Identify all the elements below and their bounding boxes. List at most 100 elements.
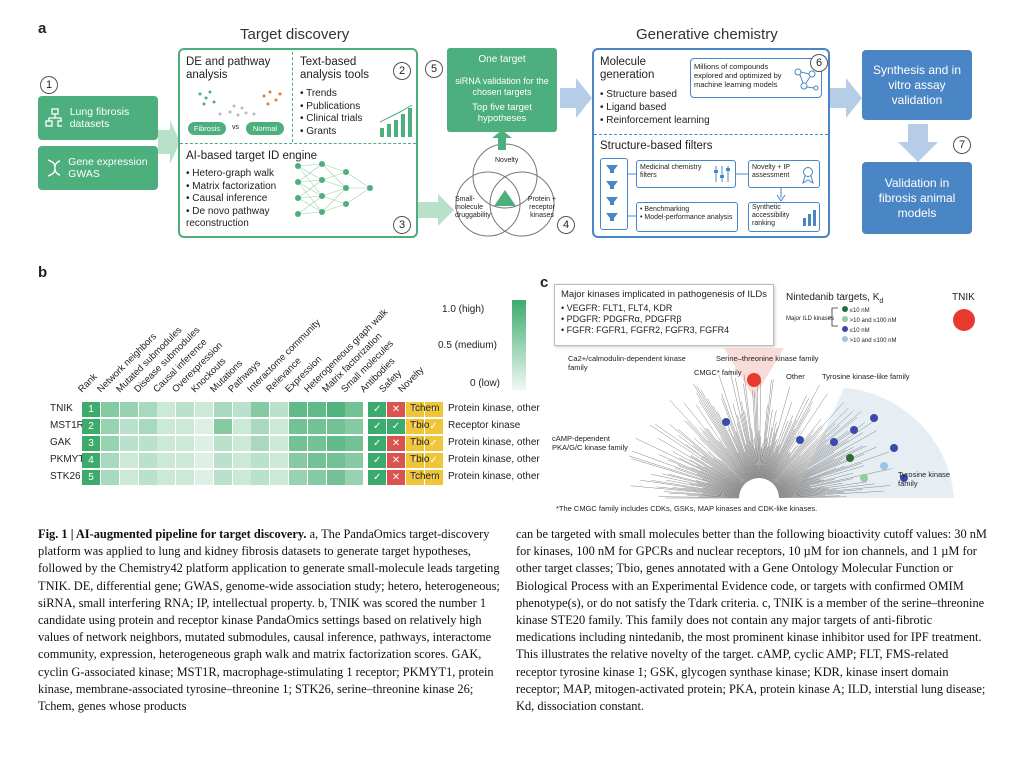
step-6-marker: 6: [810, 54, 828, 72]
fibrosis-chip: Fibrosis: [188, 122, 226, 135]
target-discovery-title: Target discovery: [240, 26, 350, 43]
heatmap-cell: [176, 419, 195, 434]
target-discovery-box: [178, 48, 418, 238]
nintedanib-target-dot: [870, 414, 878, 422]
kinome-branch: [683, 419, 746, 484]
kinome-branch: [672, 487, 740, 496]
kinome-branch: [729, 368, 755, 479]
check-flag-cell: ✓: [405, 453, 424, 468]
kinome-branch: [696, 385, 750, 481]
kinome-branch: [721, 393, 753, 480]
kinome-branch: [778, 496, 847, 498]
row-gene-label: STK26: [50, 471, 81, 482]
step-7-marker: 7: [953, 136, 971, 154]
heatmap-cell: [119, 436, 138, 451]
heatmap-cell: [251, 419, 270, 434]
heatmap-cell: [326, 453, 345, 468]
hierarchy-icon: [45, 108, 62, 127]
heatmap-cell: [232, 453, 251, 468]
kinome-branch: [773, 411, 862, 485]
kinome-branch: [678, 465, 741, 491]
kinome-branch: [775, 469, 808, 488]
heatmap-cell: [326, 470, 345, 485]
heatmap-cell: [307, 402, 326, 417]
novelty-ip-box: [748, 160, 820, 188]
kinome-branch: [760, 448, 763, 479]
kinome-branch: [761, 379, 774, 479]
row-tdl-label: Tbio: [410, 420, 430, 431]
kinome-branch: [755, 394, 759, 479]
kinome-branch: [761, 438, 768, 479]
row-tdl-label: Tbio: [410, 454, 430, 465]
kinome-branch: [776, 445, 867, 490]
kinome-branch: [719, 441, 749, 482]
medchem-box: [636, 160, 736, 188]
heatmap-cell: [251, 470, 270, 485]
legend-row: >10 and ≤100 nM: [842, 316, 897, 326]
kinome-branch: [763, 427, 778, 479]
kinome-branch: [771, 435, 812, 483]
kinome-branch: [767, 429, 795, 481]
heatmap-cell: [101, 419, 119, 434]
check-flag-cell: ✓: [405, 419, 424, 434]
kinome-branch: [770, 437, 804, 482]
kinome-branch: [773, 425, 840, 485]
check-flag-cell: ✓: [424, 402, 443, 417]
kinome-branch: [661, 473, 740, 494]
kinome-branch: [759, 443, 763, 479]
kinome-branch: [740, 413, 756, 479]
kinome-branch: [768, 436, 796, 481]
kinome-branch: [762, 427, 773, 479]
kinome-branch: [765, 445, 778, 480]
heatmap-cell: [307, 453, 326, 468]
legend-text: >10 and ≤100 nM: [849, 338, 897, 344]
heatmap-cell: [176, 436, 195, 451]
kinome-branch: [771, 430, 814, 483]
kinome-branch: [774, 444, 827, 486]
ai-engine-list: Hetero-graph walk Matrix factorization C…: [186, 168, 296, 231]
kinome-branch: [687, 494, 740, 498]
kinome-branch: [767, 419, 797, 480]
kinome-branch: [751, 428, 758, 479]
kinome-branch: [668, 473, 740, 493]
kinome-branch: [658, 454, 741, 490]
nintedanib-legend: ≤10 nM >10 and ≤100 nM ≤10 nM >10 and ≤1…: [842, 306, 897, 346]
kinome-branch: [717, 440, 748, 482]
text-tools-item: Publications: [300, 101, 362, 114]
kinome-branch: [778, 479, 825, 493]
cross-flag-cell: ✕: [387, 470, 405, 485]
hypothesis-stack-box: [447, 48, 557, 132]
legend-row: ≤10 nM: [842, 306, 897, 316]
kinome-branch: [771, 425, 822, 483]
check-flag-cell: ✓: [424, 453, 443, 468]
kinome-branch: [778, 485, 891, 497]
mol-gen-item: Ligand based: [600, 101, 710, 114]
kinome-branch: [701, 457, 743, 487]
kinome-branch: [721, 397, 753, 480]
kinome-branch: [766, 395, 807, 480]
kinome-branch: [778, 495, 826, 498]
kinome-branch: [651, 480, 740, 495]
ild-kinases-box: Major kinases implicated in pathogenesis…: [554, 284, 774, 346]
heatmap-cell: [195, 436, 213, 451]
kinome-branch: [773, 410, 854, 485]
heatmap-cell: [345, 419, 364, 434]
heatmap-cell: [345, 453, 364, 468]
kinome-branch: [707, 452, 745, 485]
kinome-branch: [696, 392, 750, 481]
legend-text: ≤10 nM: [849, 328, 870, 334]
legend-medium: 0.5 (medium): [438, 340, 497, 351]
kinome-branch: [760, 404, 768, 479]
caption-left-text: a, The PandaOmics target-discovery platf…: [38, 527, 500, 714]
validation-box: Validation in fibrosis animal models: [862, 162, 972, 234]
kinome-branch: [770, 445, 797, 482]
kinome-branch: [774, 422, 866, 487]
kinome-branch: [727, 428, 752, 480]
kinome-branch: [698, 400, 750, 481]
nintedanib-target-dot: [796, 436, 804, 444]
row-family-label: Protein kinase, other: [448, 403, 540, 414]
heatmap-cell: [213, 453, 232, 468]
kinome-branch: [778, 478, 854, 494]
kinome-branch: [700, 470, 742, 490]
kinome-branch: [700, 390, 751, 481]
